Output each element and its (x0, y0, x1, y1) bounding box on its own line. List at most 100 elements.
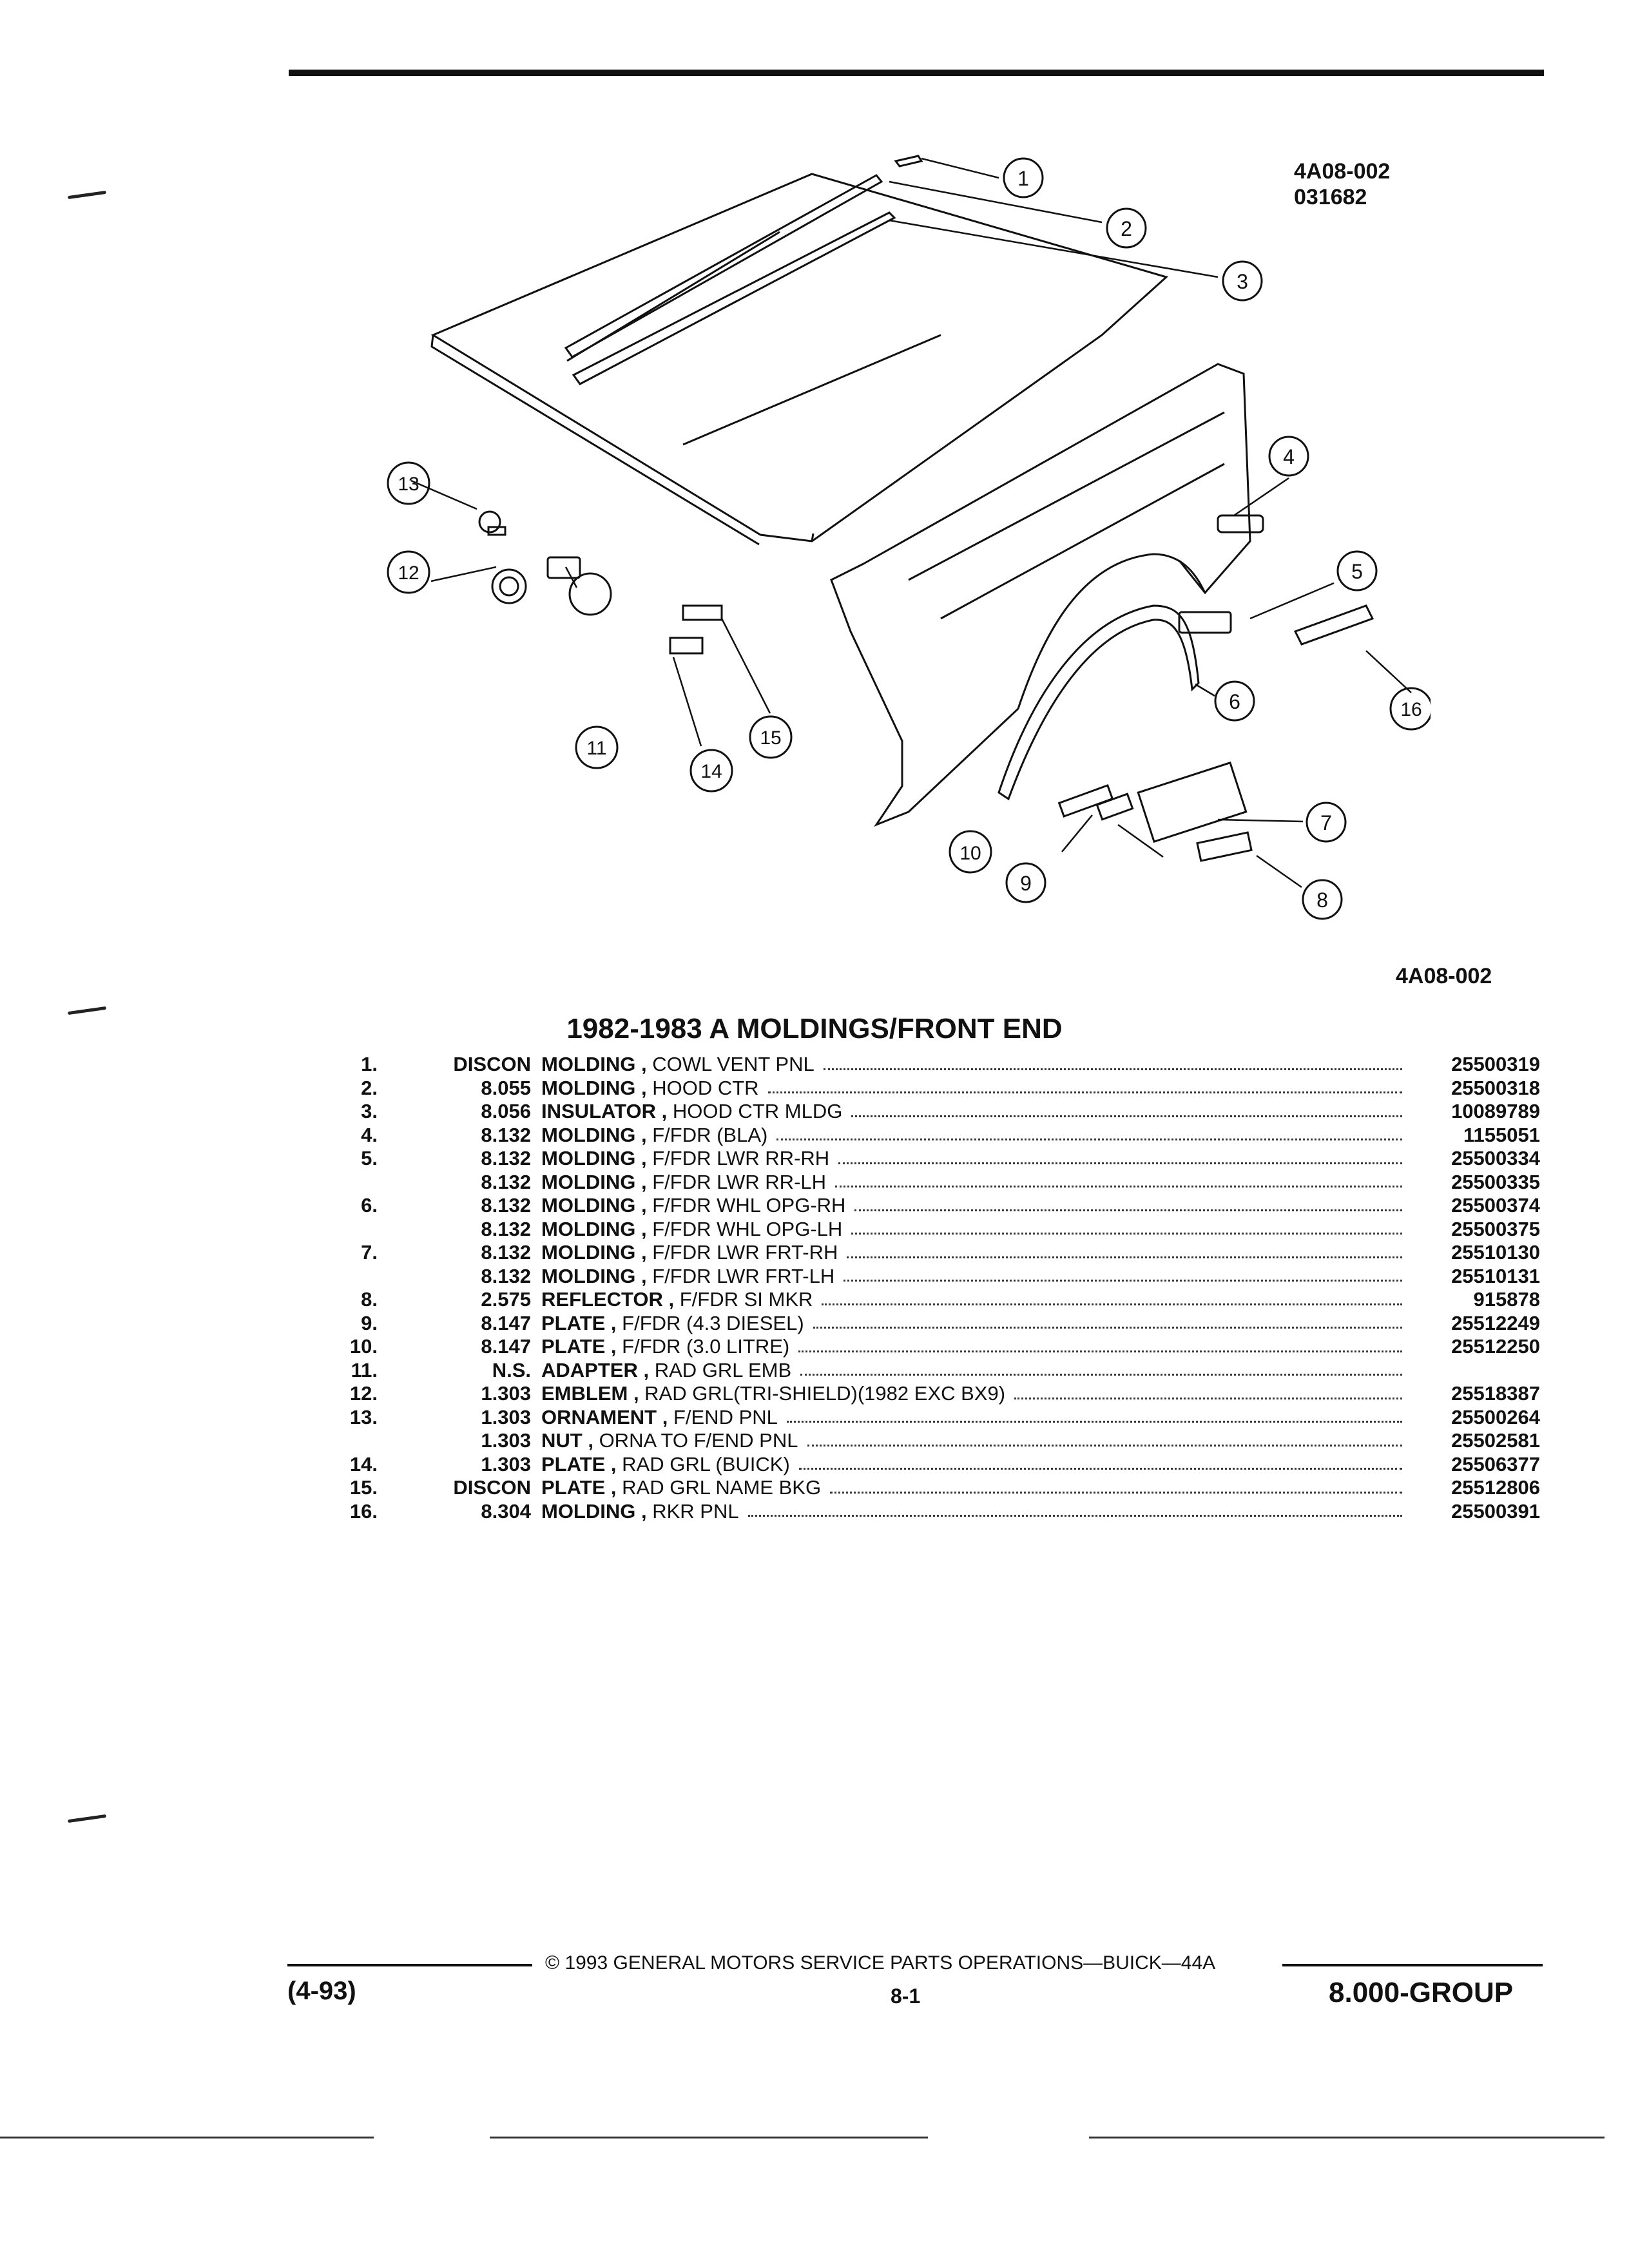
separator: , (605, 1311, 622, 1334)
part-number: 25500334 (1451, 1147, 1540, 1169)
group-code: 8.132 (481, 1147, 531, 1169)
wheel-opening-molding (998, 604, 1200, 801)
callout-12: 12 (387, 550, 430, 594)
part-description: MOLDING , F/FDR LWR FRT-LH (531, 1265, 1411, 1289)
part-number: 25510130 (1451, 1241, 1540, 1264)
page-number: 8-1 (891, 1984, 921, 2008)
callout-7: 7 (1306, 802, 1347, 843)
part-number: 25500264 (1451, 1405, 1540, 1428)
group-code: 8.147 (481, 1335, 531, 1358)
group-code: DISCON (453, 1053, 531, 1075)
part-name: PLATE (541, 1335, 606, 1358)
separator: , (635, 1217, 653, 1240)
separator: , (582, 1429, 599, 1452)
group-code: 8.132 (481, 1264, 531, 1287)
part-number: 10089789 (1451, 1100, 1540, 1122)
separator: , (657, 1405, 673, 1428)
part-name: MOLDING (541, 1076, 636, 1099)
callout-label: 9 (1020, 872, 1032, 895)
leader-dots (830, 1476, 1402, 1494)
part-number: 1155051 (1463, 1123, 1540, 1146)
item-number: 13. (349, 1405, 378, 1428)
part-name: MOLDING (541, 1123, 636, 1146)
part-name: PLATE (541, 1452, 606, 1475)
part-number: 25500375 (1451, 1217, 1540, 1240)
callout-4: 4 (1268, 436, 1309, 477)
part-name: EMBLEM (541, 1382, 628, 1405)
separator: , (655, 1100, 673, 1122)
part-description: MOLDING , F/FDR WHL OPG-LH (531, 1218, 1411, 1242)
leader-dots (847, 1241, 1402, 1258)
callout-markers: 1 2 3 4 5 6 7 8 9 10 (568, 157, 1378, 920)
group-code: 1.303 (481, 1452, 531, 1475)
bottom-rule (1089, 2137, 1605, 2138)
callout-5: 5 (1336, 550, 1378, 591)
leader-dots (747, 1500, 1402, 1517)
copyright-notice: © 1993 GENERAL MOTORS SERVICE PARTS OPER… (545, 1952, 1216, 1974)
callout-label: 6 (1229, 690, 1240, 713)
callout-3: 3 (1222, 260, 1263, 302)
item-number: 6. (361, 1194, 378, 1216)
part-number: 25512806 (1451, 1476, 1540, 1499)
part-number: 25512249 (1451, 1311, 1540, 1334)
item-number: 11. (351, 1358, 378, 1381)
group-code: 8.132 (481, 1194, 531, 1216)
margin-mark (67, 190, 107, 200)
footer-rule-left (287, 1964, 532, 1966)
leader-dots (838, 1147, 1402, 1164)
item-number: 14. (349, 1452, 378, 1475)
part-name: PLATE (541, 1476, 606, 1499)
group-number: 8.000-GROUP (1329, 1977, 1514, 2008)
callout-10: 10 (949, 830, 992, 874)
part-description: MOLDING , HOOD CTR (531, 1077, 1411, 1100)
group-code: 2.575 (481, 1288, 531, 1311)
part-name: MOLDING (541, 1147, 636, 1169)
bottom-rule (0, 2137, 374, 2138)
part-detail: COWL VENT PNL (652, 1053, 815, 1075)
leader-dots (1014, 1382, 1402, 1399)
group-code: 1.303 (481, 1429, 531, 1452)
part-detail: F/FDR LWR RR-RH (652, 1147, 830, 1169)
group-code: 8.056 (481, 1100, 531, 1122)
leader-dots (798, 1335, 1402, 1352)
separator: , (635, 1194, 653, 1216)
callout-label: 11 (586, 738, 606, 759)
leader-dots (843, 1265, 1402, 1282)
item-number: 10. (349, 1335, 378, 1358)
date-code: (4-93) (287, 1977, 356, 2005)
callout-2: 2 (1106, 207, 1147, 249)
part-detail: F/FDR SI MKR (679, 1288, 813, 1311)
part-number: 25502581 (1451, 1429, 1540, 1452)
part-name: REFLECTOR (541, 1288, 663, 1311)
leader-dots (807, 1429, 1402, 1446)
callout-11 (568, 572, 612, 616)
leader-dots (823, 1053, 1402, 1070)
group-code: 8.055 (481, 1076, 531, 1099)
part-description: PLATE , RAD GRL (BUICK) (531, 1453, 1411, 1477)
callout-6: 6 (1214, 680, 1255, 722)
part-description: PLATE , RAD GRL NAME BKG (531, 1476, 1411, 1500)
figure-reference: 4A08-002 (1396, 964, 1492, 988)
part-name: PLATE (541, 1311, 606, 1334)
separator: , (635, 1170, 653, 1193)
small-parts (478, 510, 1374, 862)
group-code: 1.303 (481, 1382, 531, 1405)
part-name: MOLDING (541, 1170, 636, 1193)
cowl-molding (564, 155, 923, 385)
leader-dots (822, 1288, 1402, 1305)
part-detail: F/FDR LWR FRT-LH (652, 1264, 835, 1287)
callout-14: 14 (689, 749, 733, 793)
part-description: PLATE , F/FDR (4.3 DIESEL) (531, 1312, 1411, 1336)
callout-markers-left: 11 12 13 14 15 16 (387, 461, 1431, 793)
callout-label: 12 (398, 562, 419, 584)
separator: , (605, 1335, 622, 1358)
group-code: N.S. (492, 1358, 531, 1381)
